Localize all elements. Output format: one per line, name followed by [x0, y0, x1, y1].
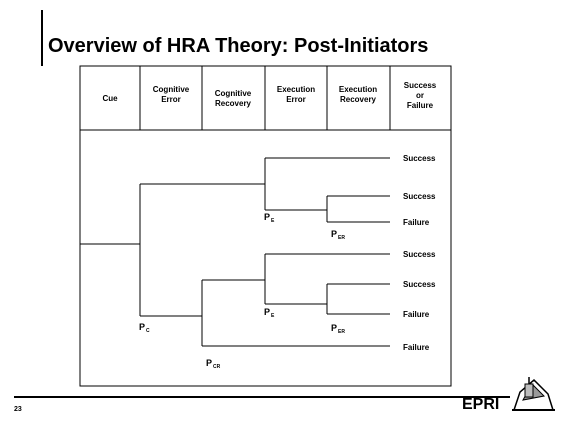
page-number: 23 [14, 406, 22, 413]
header-execution-error-line1: Execution [277, 85, 315, 94]
outcome-label-4: Success [403, 250, 436, 259]
outcome-label-7: Failure [403, 343, 430, 352]
probability-labels: PE PER PC PE PER PCR [139, 212, 345, 370]
outcome-labels: Success Success Failure Success Success … [403, 154, 436, 352]
header-cognitive-recovery-line2: Recovery [215, 99, 252, 108]
header-success-or-failure-line1: Success [404, 81, 437, 90]
event-tree [80, 157, 390, 347]
outcome-label-2: Success [403, 192, 436, 201]
epri-logo: EPRI [462, 377, 555, 413]
prob-label-per-lower: PER [331, 323, 345, 335]
header-cognitive-recovery-line1: Cognitive [215, 89, 252, 98]
outcome-label-3: Failure [403, 218, 430, 227]
outcome-label-6: Failure [403, 310, 430, 319]
header-success-or-failure-line2: or [416, 91, 424, 100]
outcome-label-1: Success [403, 154, 436, 163]
header-cognitive-error-line1: Cognitive [153, 85, 190, 94]
epri-emblem-icon [512, 377, 555, 411]
epri-logo-text: EPRI [462, 396, 499, 413]
header-cognitive-error-line2: Error [161, 95, 181, 104]
table-header: Cue Cognitive Error Cognitive Recovery E… [102, 66, 437, 130]
prob-label-per-upper: PER [331, 229, 345, 241]
slide-title: Overview of HRA Theory: Post-Initiators [48, 35, 428, 57]
outcome-label-5: Success [403, 280, 436, 289]
prob-label-pc: PC [139, 322, 150, 334]
prob-label-pcr: PCR [206, 358, 221, 370]
prob-label-pe-lower: PE [264, 307, 275, 319]
header-execution-recovery-line2: Recovery [340, 95, 377, 104]
prob-label-pe-upper: PE [264, 212, 275, 224]
header-execution-error-line2: Error [286, 95, 306, 104]
header-success-or-failure-line3: Failure [407, 101, 434, 110]
header-cue: Cue [102, 94, 118, 103]
header-execution-recovery-line1: Execution [339, 85, 377, 94]
